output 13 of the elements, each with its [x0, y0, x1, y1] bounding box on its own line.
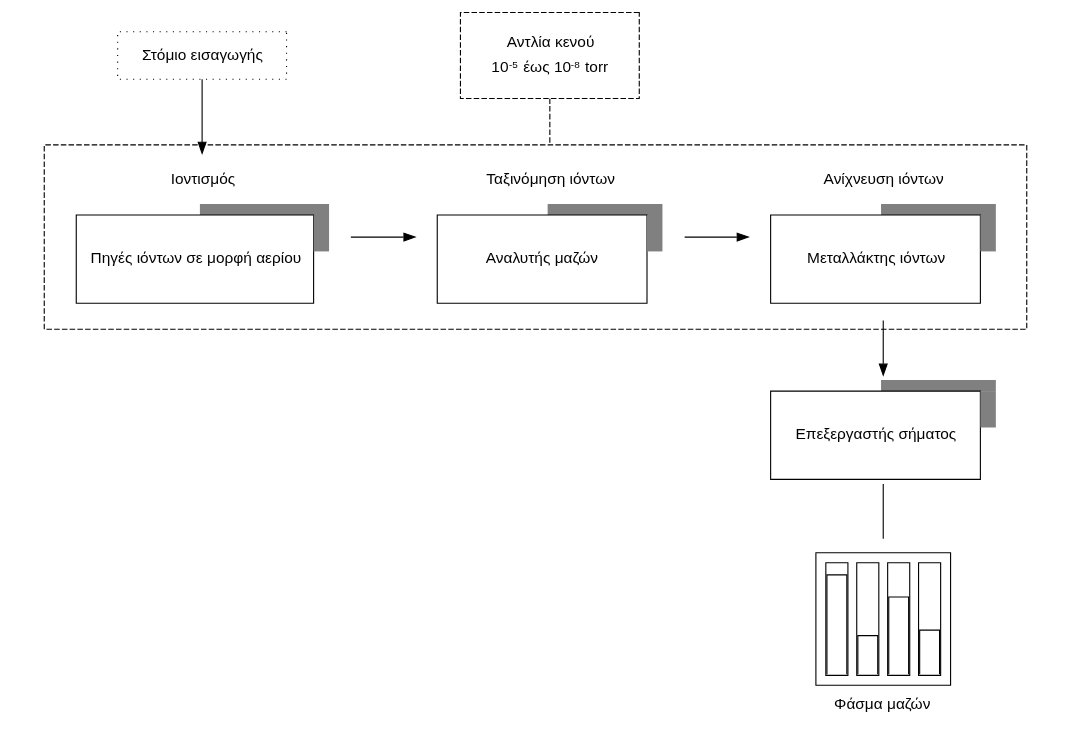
connector [882, 483, 884, 540]
arrow [350, 232, 417, 242]
node-label: Ταξινόμηση ιόντων [486, 170, 615, 188]
node-box: Στόμιο εισαγωγής [117, 31, 288, 80]
arrow [878, 320, 888, 377]
cluster [43, 144, 1028, 330]
node-picture [815, 552, 952, 686]
node-label: Φάσμα μαζών [834, 694, 931, 712]
node-label: Ιοντισμός [170, 170, 236, 188]
arrow [197, 78, 207, 156]
node-label: Ανίχνευση ιόντων [823, 170, 944, 188]
connector [549, 98, 551, 146]
arrow [684, 232, 750, 242]
